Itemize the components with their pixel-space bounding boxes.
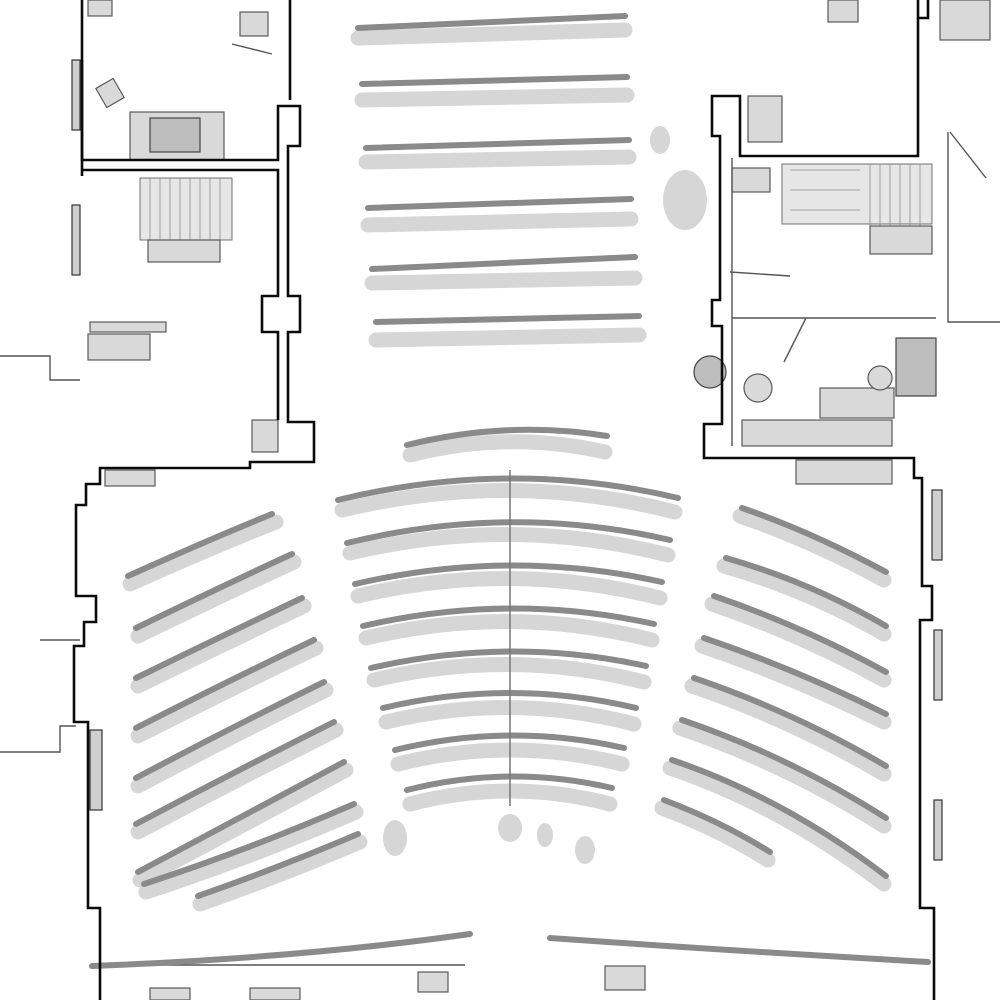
center-row bbox=[366, 648, 652, 690]
room-east-office bbox=[693, 317, 937, 485]
upper-straight-rows bbox=[350, 13, 647, 348]
center-row bbox=[358, 605, 660, 648]
right-row bbox=[704, 593, 892, 688]
front-curved-row bbox=[402, 426, 613, 463]
left-row bbox=[130, 551, 302, 644]
left-row bbox=[130, 595, 312, 694]
right-row bbox=[672, 717, 892, 834]
straight-row bbox=[350, 13, 633, 46]
stage-front bbox=[89, 931, 931, 1000]
center-row bbox=[342, 519, 676, 563]
stair-treads bbox=[149, 178, 221, 240]
left-row bbox=[132, 759, 354, 888]
left-row bbox=[122, 511, 284, 592]
left-row bbox=[130, 719, 344, 840]
straight-row bbox=[358, 137, 637, 170]
left-row bbox=[138, 801, 364, 900]
right-row bbox=[684, 675, 892, 782]
room-northwest bbox=[71, 0, 273, 161]
outside-partial-walls bbox=[0, 355, 80, 753]
straight-row bbox=[360, 196, 639, 233]
center-row bbox=[334, 475, 683, 520]
right-row bbox=[662, 757, 892, 892]
center-row bbox=[350, 562, 668, 606]
right-row bbox=[732, 505, 892, 588]
left-curved-block bbox=[122, 511, 368, 912]
straight-row bbox=[368, 313, 647, 348]
scan-noise bbox=[383, 126, 707, 864]
straight-row bbox=[364, 254, 643, 291]
left-row bbox=[130, 679, 334, 794]
building-walls bbox=[72, 0, 1000, 1000]
left-row bbox=[130, 637, 324, 744]
room-west-stairs bbox=[71, 177, 279, 487]
east-wall-pads bbox=[89, 489, 943, 861]
straight-row bbox=[354, 74, 635, 108]
center-curved-block bbox=[334, 470, 683, 812]
right-curved-block bbox=[654, 505, 892, 892]
left-row bbox=[192, 831, 368, 912]
room-northeast-stairs bbox=[729, 0, 991, 277]
right-row bbox=[694, 635, 892, 730]
right-row bbox=[654, 797, 776, 868]
right-row bbox=[716, 555, 892, 642]
